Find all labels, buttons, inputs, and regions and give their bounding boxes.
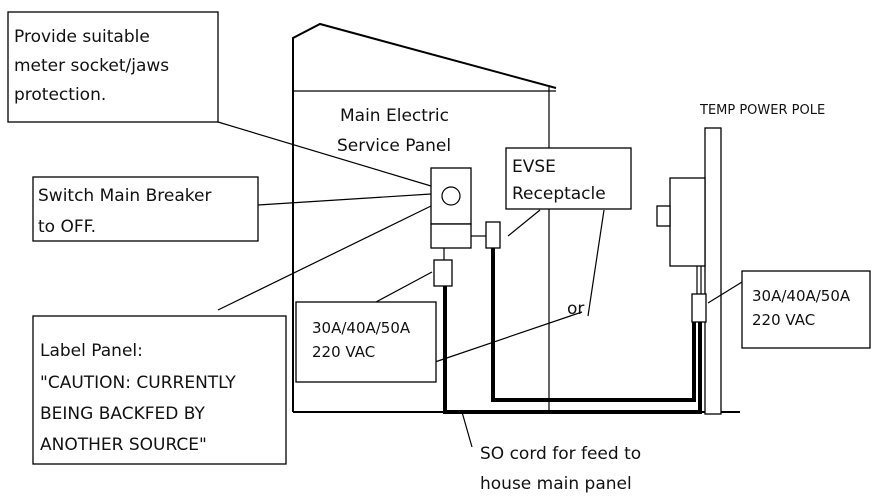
rating-right-line-2: 220 VAC: [752, 311, 815, 329]
leader-lines: [217, 121, 743, 448]
panel-inlet: [433, 259, 453, 287]
rating-left-line-1: 30A/40A/50A: [312, 319, 411, 337]
so-cord-label-line-2: house main panel: [480, 474, 632, 494]
pole: [704, 127, 722, 415]
temp-power-pole: [656, 127, 722, 415]
evse-receptacle-device: [471, 221, 501, 249]
meter-note-line-1: Provide suitable: [14, 27, 150, 47]
evse-receptacle: [485, 221, 501, 249]
meter-note-line-3: protection.: [14, 85, 106, 105]
label-panel-line-2: "CAUTION: CURRENTLY: [40, 373, 236, 393]
rating-left-box: [295, 301, 437, 383]
pole-panel: [669, 177, 706, 267]
temp-pole-label: TEMP POWER POLE: [699, 103, 825, 118]
label-panel-box: [32, 315, 287, 465]
label-panel-line-4: ANOTHER SOURCE": [40, 435, 207, 455]
switch-note-line-2: to OFF.: [38, 217, 96, 237]
meter-note-line-2: meter socket/jaws: [14, 56, 169, 76]
meter-note-box: [7, 11, 219, 123]
so-cord-label-line-1: SO cord for feed to: [480, 444, 641, 464]
rating-right-box: [741, 270, 871, 349]
so-cord-evse: [491, 248, 696, 402]
label-panel-line-3: BEING BACKFED BY: [40, 404, 205, 424]
so-cord-panel: [443, 286, 702, 414]
evse-label-line-2: Receptacle: [512, 184, 606, 204]
evse-label-line-1: EVSE: [512, 157, 556, 177]
main-panel-label-line-1: Main Electric: [340, 106, 449, 126]
evse-box: [505, 147, 632, 210]
main-panel-meter: [430, 167, 472, 287]
or-label: or: [567, 299, 584, 319]
pole-receptacle: [691, 293, 707, 323]
switch-note-box: [32, 176, 259, 242]
rating-left-line-2: 220 VAC: [312, 343, 375, 361]
meter-face: [441, 186, 461, 206]
main-panel-label-line-2: Service Panel: [337, 136, 451, 156]
rating-right-line-1: 30A/40A/50A: [752, 287, 851, 305]
label-panel-line-1: Label Panel:: [40, 341, 143, 361]
so-cords: [443, 248, 702, 414]
pole-meter: [656, 205, 671, 227]
service-panel-box: [430, 223, 472, 249]
meter-socket: [430, 167, 472, 225]
switch-note-line-1: Switch Main Breaker: [38, 186, 211, 206]
